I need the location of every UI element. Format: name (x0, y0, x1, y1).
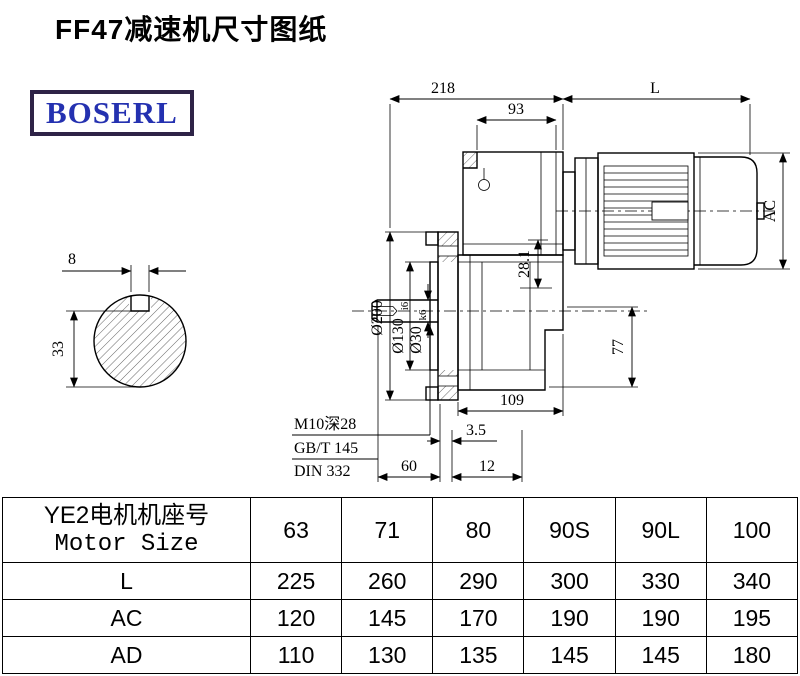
dim-label-281: 28.1 (516, 250, 533, 278)
column-header: 100 (705, 497, 799, 563)
callout-m10: M10深28 (294, 415, 356, 433)
header-cn: YE2电机机座号 (43, 502, 210, 529)
dimension-value: 340 (705, 562, 799, 600)
dim-label-33: 33 (50, 341, 67, 357)
dimension-value: 110 (249, 636, 343, 674)
column-header: 90L (614, 497, 707, 563)
dimension-value: 170 (432, 599, 525, 637)
shaft-section-view (93, 292, 187, 388)
page-title: FF47减速机尺寸图纸 (55, 14, 328, 45)
dimension-value: 135 (432, 636, 525, 674)
motor-body (562, 152, 765, 270)
dim-shaft-flat: 33 (50, 310, 140, 388)
column-header: 63 (249, 497, 343, 563)
dimension-value: 145 (614, 636, 707, 674)
dim-key-width: 8 (62, 251, 186, 292)
dim-label-35: 3.5 (466, 422, 486, 439)
table-row: L 225 260 290 300 330 340 (2, 562, 799, 600)
dim-label-130: Ø130 (390, 318, 407, 354)
tapped-hole-callout: M10深28 GB/T 145 DIN 332 (292, 325, 434, 480)
dimension-value: 260 (341, 562, 434, 600)
dim-label-218: 218 (431, 80, 455, 97)
dim-77: 77 (549, 306, 638, 388)
dim-label-L: L (650, 80, 660, 97)
dim-60: 60 (377, 326, 441, 482)
table-header-row: YE2电机机座号 Motor Size 63 71 80 90S 90L 100 (2, 497, 799, 563)
dimension-value: 190 (614, 599, 707, 637)
dim-12: 12 (451, 430, 523, 482)
dim-flange-od: Ø200 (369, 231, 440, 401)
dim-218: 218 (389, 80, 564, 228)
callout-din: DIN 332 (294, 463, 350, 480)
dim-label-8: 8 (68, 251, 76, 268)
dim-281: 28.1 (516, 239, 552, 289)
callout-gbt: GB/T 145 (294, 440, 358, 457)
dim-AC: AC (698, 152, 790, 270)
dimension-value: 330 (614, 562, 707, 600)
dim-label-60: 60 (401, 458, 417, 475)
dim-label-200: Ø200 (369, 300, 386, 336)
motor-fins (604, 172, 688, 251)
dim-label-30-fit: k6 (417, 309, 429, 321)
column-header: 80 (432, 497, 525, 563)
dimension-value: 130 (341, 636, 434, 674)
dimension-value: 145 (341, 599, 434, 637)
column-header: 90S (523, 497, 616, 563)
dimension-value: 300 (523, 562, 616, 600)
gearbox-body (371, 151, 564, 401)
dimension-drawing: 8 33 (50, 80, 790, 482)
dim-label-30: Ø30 (408, 326, 425, 354)
dimension-value: 190 (523, 599, 616, 637)
row-label: L (2, 562, 251, 600)
header-en: Motor Size (54, 531, 199, 558)
column-header: 71 (341, 497, 434, 563)
dimension-value: 195 (705, 599, 799, 637)
row-label: AC (2, 599, 251, 637)
row-label: AD (2, 636, 251, 674)
dimension-value: 145 (523, 636, 616, 674)
brand-logo: BOSERL (30, 90, 194, 136)
dimension-value: 290 (432, 562, 525, 600)
dim-35: 3.5 (427, 404, 497, 482)
dim-label-93: 93 (508, 101, 524, 118)
dim-L: L (562, 80, 751, 155)
motor-size-table: YE2电机机座号 Motor Size 63 71 80 90S 90L 100… (2, 497, 799, 674)
dim-shaft-d: Ø30 k6 (408, 284, 432, 354)
dim-label-77: 77 (610, 339, 627, 355)
dimension-value: 180 (705, 636, 799, 674)
dim-label-130-fit: i6 (399, 301, 411, 310)
dim-93: 93 (476, 101, 557, 150)
dimension-value: 225 (249, 562, 343, 600)
dim-label-AC: AC (762, 200, 779, 222)
dim-label-109: 109 (500, 392, 524, 409)
table-row: AD 110 130 135 145 145 180 (2, 636, 799, 674)
dim-109: 109 (457, 334, 564, 416)
table-corner-cell: YE2电机机座号 Motor Size (2, 497, 251, 563)
table-row: AC 120 145 170 190 190 195 (2, 599, 799, 637)
dim-spigot: Ø130 i6 (390, 261, 432, 371)
dim-label-12: 12 (479, 458, 495, 475)
dimension-value: 120 (249, 599, 343, 637)
